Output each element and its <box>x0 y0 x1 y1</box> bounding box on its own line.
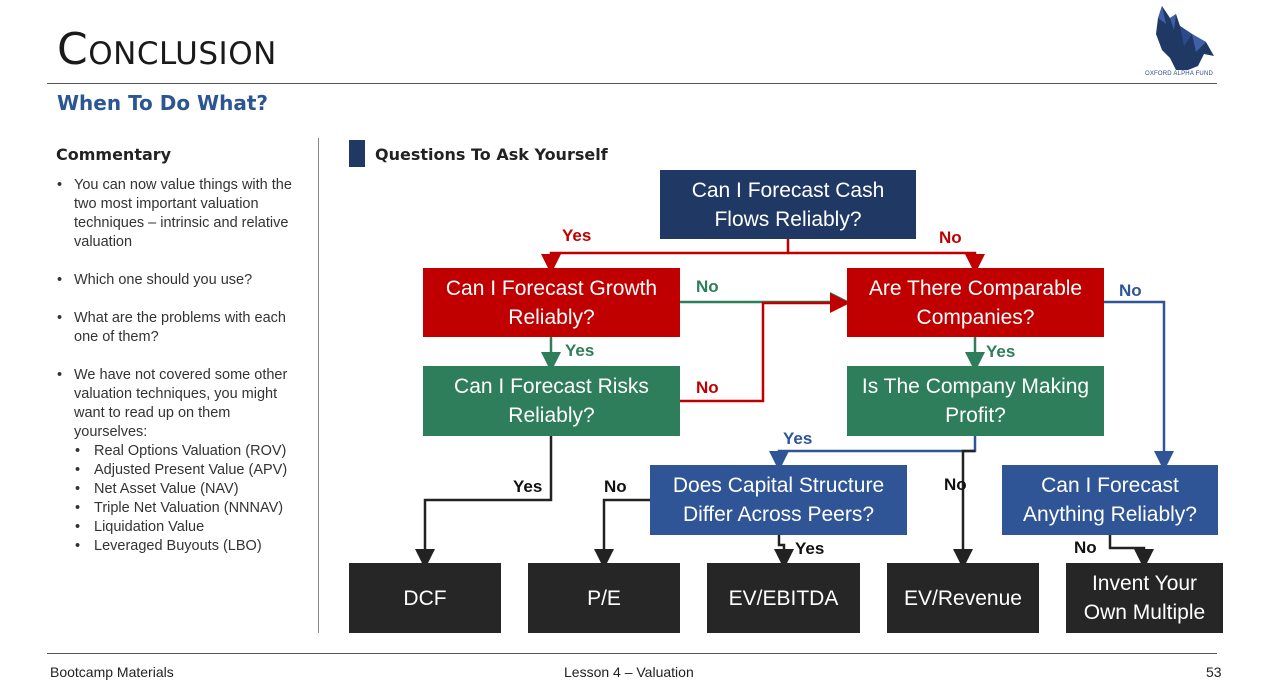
label-cash-yes: Yes <box>562 226 592 245</box>
label-profit-no: No <box>944 475 967 494</box>
result-invent: Invent Your Own Multiple <box>1066 563 1223 633</box>
label-comparable-no: No <box>1119 281 1142 300</box>
sub-bullet-item: Adjusted Present Value (APV) <box>74 461 306 480</box>
edge-risks-no <box>680 293 850 403</box>
label-anything-no: No <box>1074 538 1097 557</box>
commentary-title: Commentary <box>56 145 172 164</box>
logo-text: OXFORD ALPHA FUND <box>1144 71 1214 77</box>
node-profit: Is The Company Making Profit? <box>847 366 1104 436</box>
edge-risks-yes <box>415 436 553 569</box>
label-growth-yes: Yes <box>565 341 595 360</box>
label-growth-no: No <box>696 277 719 296</box>
edge-cash-no <box>788 251 985 274</box>
bullet-item: You can now value things with the two mo… <box>56 176 306 252</box>
label-risks-yes: Yes <box>513 477 543 496</box>
commentary-list: You can now value things with the two mo… <box>56 176 306 556</box>
edge-anything-no <box>1108 535 1154 569</box>
result-ev-ebitda: EV/EBITDA <box>707 563 860 633</box>
footer-center: Lesson 4 – Valuation <box>564 664 694 680</box>
edge-comparable-no <box>1104 300 1174 471</box>
sub-bullet-item: Triple Net Valuation (NNNAV) <box>74 499 306 518</box>
bullet-text: We have not covered some other valuation… <box>74 367 288 440</box>
node-forecast-anything: Can I Forecast Anything Reliably? <box>1002 465 1218 535</box>
edge-profit-no <box>953 449 975 569</box>
node-risks: Can I Forecast Risks Reliably? <box>423 366 680 436</box>
sub-bullet-item: Net Asset Value (NAV) <box>74 480 306 499</box>
label-capital-yes: Yes <box>795 539 825 558</box>
result-ev-revenue: EV/Revenue <box>887 563 1039 633</box>
footer-divider <box>47 653 1217 654</box>
column-divider <box>318 138 319 633</box>
edge-capital-yes <box>774 535 794 569</box>
section-marker <box>349 140 365 167</box>
bullet-item: Which one should you use? <box>56 271 306 290</box>
node-growth: Can I Forecast Growth Reliably? <box>423 268 680 337</box>
label-capital-no: No <box>604 477 627 496</box>
result-dcf: DCF <box>349 563 501 633</box>
footer-left: Bootcamp Materials <box>50 664 174 680</box>
wolf-logo-icon <box>1156 6 1214 70</box>
label-risks-no: No <box>696 378 719 397</box>
edge-cash-yes <box>541 239 790 274</box>
page-subtitle: When To Do What? <box>57 91 269 115</box>
node-cash-flows: Can I Forecast Cash Flows Reliably? <box>660 170 916 239</box>
page-title: Conclusion <box>57 24 277 75</box>
edge-capital-no <box>594 498 650 569</box>
label-profit-yes: Yes <box>783 429 813 448</box>
edge-profit-yes <box>769 436 977 471</box>
node-capital-structure: Does Capital Structure Differ Across Pee… <box>650 465 907 535</box>
sub-bullet-item: Leveraged Buyouts (LBO) <box>74 537 306 556</box>
sub-bullet-item: Liquidation Value <box>74 518 306 537</box>
label-cash-no: No <box>939 228 962 247</box>
bullet-item: We have not covered some other valuation… <box>56 366 306 556</box>
header-divider <box>47 83 1217 84</box>
page-number: 53 <box>1206 664 1222 680</box>
flowchart-title: Questions To Ask Yourself <box>375 145 608 164</box>
result-pe: P/E <box>528 563 680 633</box>
sub-bullet-item: Real Options Valuation (ROV) <box>74 442 306 461</box>
label-comparable-yes: Yes <box>986 342 1016 361</box>
node-comparable: Are There Comparable Companies? <box>847 268 1104 337</box>
bullet-item: What are the problems with each one of t… <box>56 309 306 347</box>
